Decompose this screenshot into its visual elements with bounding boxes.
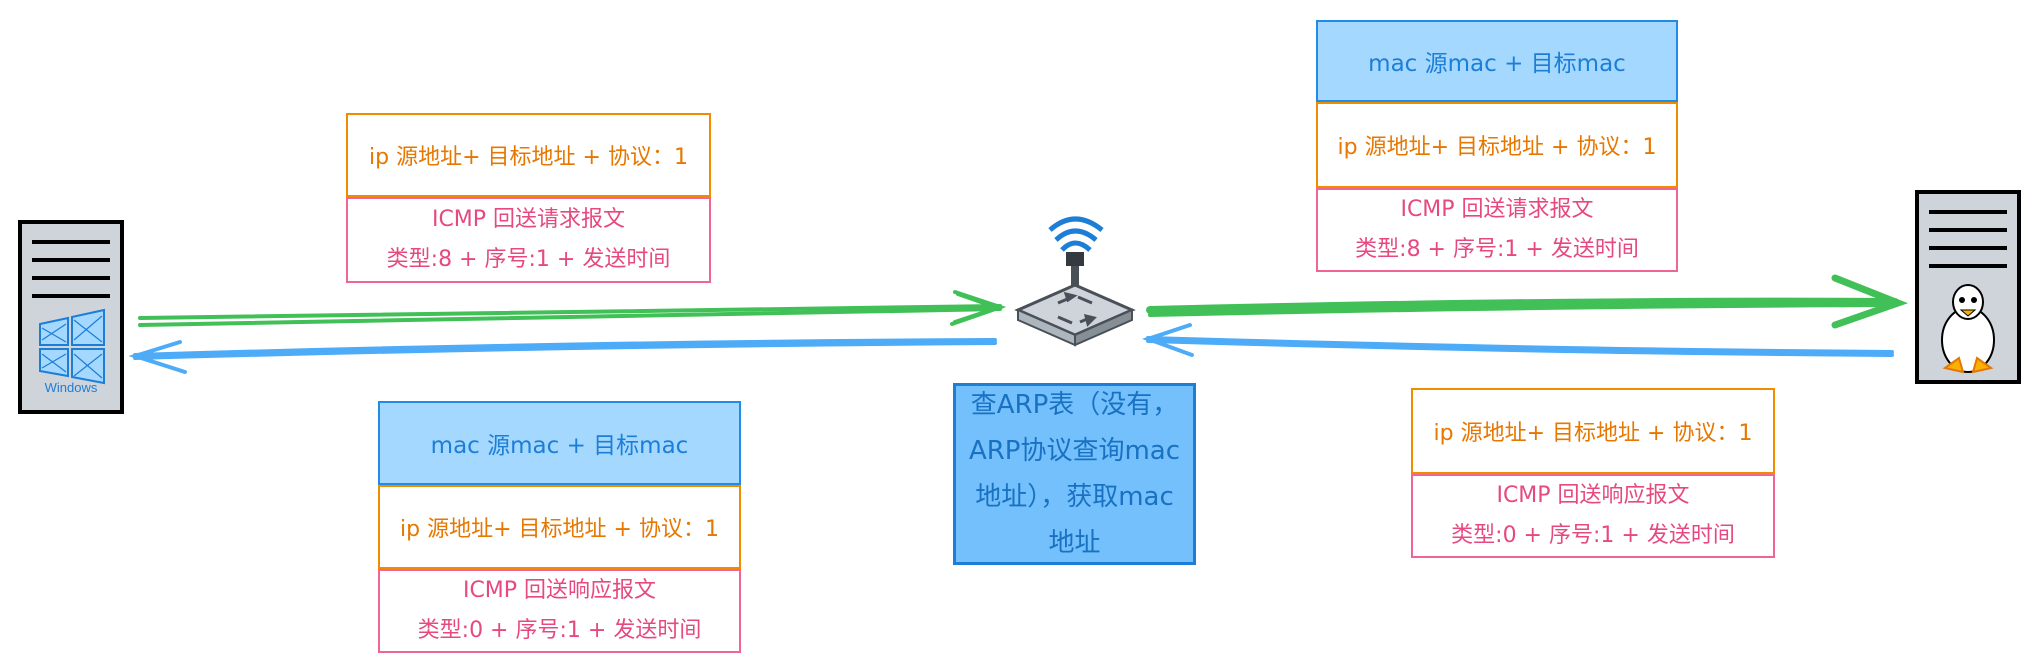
request-left-icmp: ICMP 回送请求报文 类型:8 + 序号:1 + 发送时间	[346, 197, 711, 283]
request-arrow-left	[138, 290, 1007, 327]
request-right-ip-header: ip 源地址+ 目标地址 + 协议：1	[1316, 102, 1678, 188]
switch-device	[1010, 200, 1140, 350]
linux-server-icon	[1915, 190, 2021, 384]
switch-router-icon	[1014, 216, 1136, 347]
request-right-mac-header: mac 源mac + 目标mac	[1316, 20, 1678, 102]
request-arrow-right	[1146, 274, 1909, 329]
reply-left-ip-header: ip 源地址+ 目标地址 + 协议：1	[378, 485, 741, 569]
reply-left-icmp: ICMP 回送响应报文 类型:0 + 序号:1 + 发送时间	[378, 569, 741, 653]
request-right-icmp: ICMP 回送请求报文 类型:8 + 序号:1 + 发送时间	[1316, 188, 1678, 272]
reply-right-ip-header: ip 源地址+ 目标地址 + 协议：1	[1411, 388, 1775, 474]
icmp-title: ICMP 回送响应报文	[462, 578, 657, 603]
linux-host	[1915, 190, 2021, 384]
icmp-title: ICMP 回送请求报文	[431, 207, 626, 232]
icmp-fields: 类型:8 + 序号:1 + 发送时间	[386, 247, 671, 272]
reply-right-icmp: ICMP 回送响应报文 类型:0 + 序号:1 + 发送时间	[1411, 474, 1775, 558]
icmp-fields: 类型:8 + 序号:1 + 发送时间	[1355, 237, 1639, 262]
reply-arrow-right	[1141, 323, 1894, 357]
request-left-ip-header: ip 源地址+ 目标地址 + 协议：1	[346, 113, 711, 197]
tux-penguin-icon	[1941, 284, 1995, 374]
windows-host: Windows	[18, 220, 124, 414]
icmp-fields: 类型:0 + 序号:1 + 发送时间	[417, 618, 702, 643]
icmp-fields: 类型:0 + 序号:1 + 发送时间	[1451, 523, 1735, 548]
arp-note: 查ARP表（没有，ARP协议查询mac地址），获取mac地址	[953, 383, 1196, 565]
reply-left-mac-header: mac 源mac + 目标mac	[378, 401, 741, 485]
windows-label: Windows	[44, 380, 98, 395]
icmp-title: ICMP 回送响应报文	[1496, 483, 1690, 508]
windows-server-icon	[18, 220, 124, 414]
reply-arrow-left	[128, 338, 997, 374]
icmp-title: ICMP 回送请求报文	[1400, 197, 1594, 222]
